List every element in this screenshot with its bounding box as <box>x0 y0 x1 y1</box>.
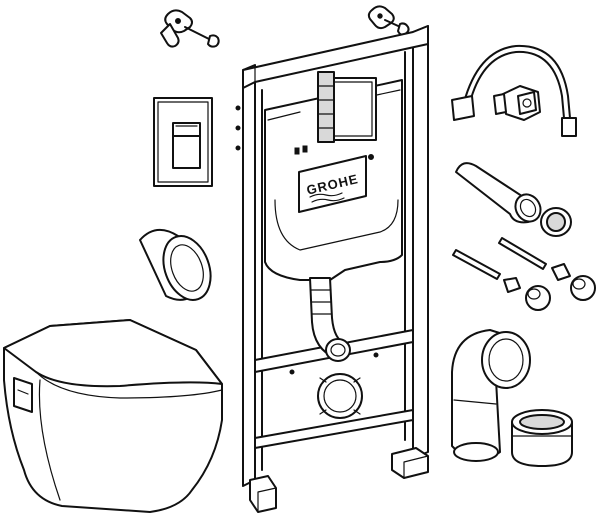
connector-pipe <box>455 162 542 224</box>
brand-logo: GROHE <box>298 155 367 213</box>
flush-plate <box>153 97 213 187</box>
sealing-cup <box>511 409 573 467</box>
wall-bracket-right <box>367 5 410 36</box>
wall-bracket-left <box>160 9 220 48</box>
flush-pipe <box>309 277 351 362</box>
wall-sleeve <box>139 229 212 301</box>
drain-elbow <box>451 329 531 462</box>
fixing-bolts <box>452 237 571 293</box>
drain-connector <box>289 352 379 419</box>
bolt-caps <box>525 275 596 311</box>
rubber-seal <box>540 207 572 237</box>
water-supply-hose <box>451 44 577 137</box>
wall-hung-toilet <box>3 319 223 513</box>
